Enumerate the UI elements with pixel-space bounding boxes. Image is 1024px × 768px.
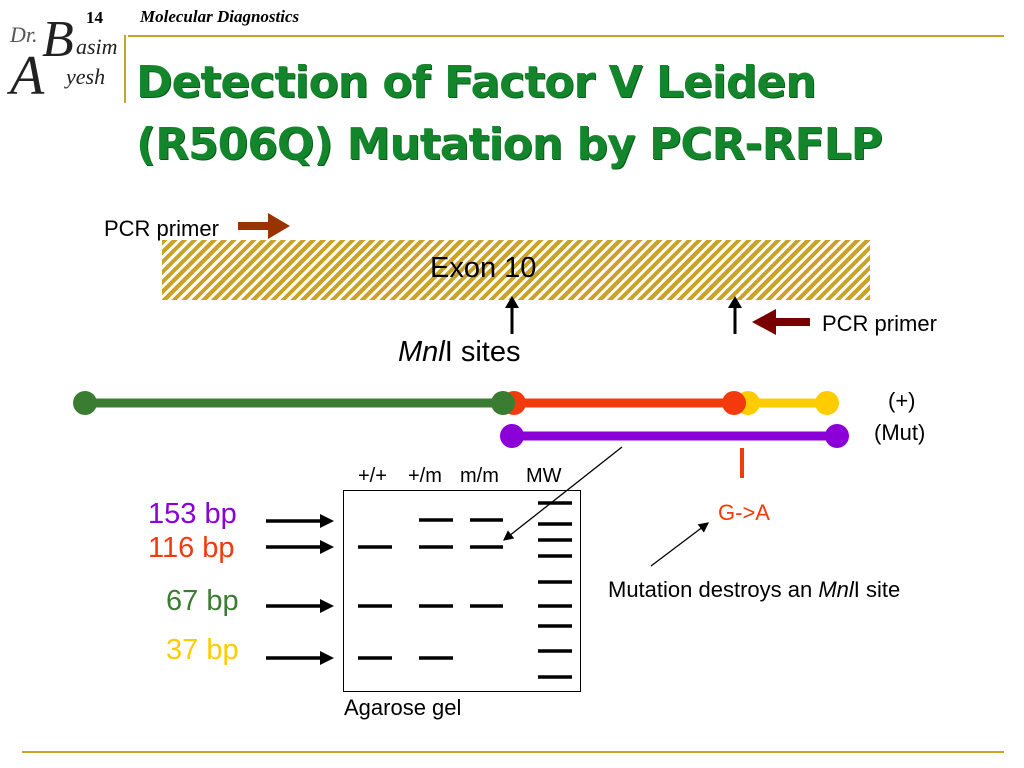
fragment-end bbox=[491, 391, 515, 415]
mutant-label: (Mut) bbox=[874, 420, 926, 445]
title-line-2: (R506Q) Mutation by PCR-RFLP bbox=[136, 119, 883, 170]
fragment-end bbox=[73, 391, 97, 415]
band-arrow-116 bbox=[266, 540, 334, 554]
mnli-site-arrow-1 bbox=[505, 296, 519, 334]
pointer-to-mutation bbox=[650, 522, 710, 567]
wildtype-label: (+) bbox=[888, 388, 916, 413]
band-label-67: 67 bp bbox=[166, 585, 239, 617]
gel-box bbox=[343, 490, 581, 692]
lane-label-het: +/m bbox=[408, 465, 442, 487]
gel-caption: Agarose gel bbox=[344, 695, 462, 720]
lane-label-mw: MW bbox=[526, 465, 562, 487]
course-title: Molecular Diagnostics bbox=[140, 7, 300, 26]
mnli-sites-label: MnlI sites bbox=[398, 336, 521, 368]
reverse-primer-label: PCR primer bbox=[822, 311, 937, 336]
band-arrows bbox=[266, 514, 334, 665]
fragment-end bbox=[722, 391, 746, 415]
fragment-end bbox=[815, 391, 839, 415]
band-label-37: 37 bp bbox=[166, 634, 239, 666]
top-divider bbox=[128, 35, 1004, 37]
mw-ladder bbox=[538, 501, 572, 679]
slide-number: 14 bbox=[86, 8, 103, 27]
pointer-to-gel-band bbox=[502, 446, 623, 541]
exon-label: Exon 10 bbox=[430, 252, 537, 284]
lane-label-mut: m/m bbox=[460, 465, 499, 487]
band-label-153: 153 bp bbox=[148, 498, 237, 530]
gel-bands bbox=[358, 518, 503, 660]
mutant-fragment-153bp bbox=[500, 424, 849, 448]
reverse-primer-arrow bbox=[752, 309, 810, 335]
band-arrow-37 bbox=[266, 651, 334, 665]
forward-primer-label: PCR primer bbox=[104, 216, 219, 241]
exon-10-bar bbox=[162, 240, 870, 300]
band-arrow-153 bbox=[266, 514, 334, 528]
mutation-note: Mutation destroys an MnlI site bbox=[608, 577, 901, 602]
slide-title: Detection of Factor V Leiden (R506Q) Mut… bbox=[136, 52, 996, 176]
wildtype-fragments bbox=[73, 391, 839, 415]
author-logo: Dr. B asim A yesh bbox=[10, 11, 118, 107]
mnli-site-arrow-2 bbox=[728, 296, 742, 334]
title-line-1: Detection of Factor V Leiden bbox=[136, 57, 817, 108]
bottom-divider bbox=[22, 751, 1004, 753]
band-arrow-67 bbox=[266, 599, 334, 613]
mutation-label: G->A bbox=[718, 500, 770, 525]
forward-primer-arrow bbox=[238, 213, 290, 239]
band-label-116: 116 bp bbox=[148, 532, 235, 564]
side-divider bbox=[124, 35, 126, 103]
lane-label-wt: +/+ bbox=[358, 465, 387, 487]
